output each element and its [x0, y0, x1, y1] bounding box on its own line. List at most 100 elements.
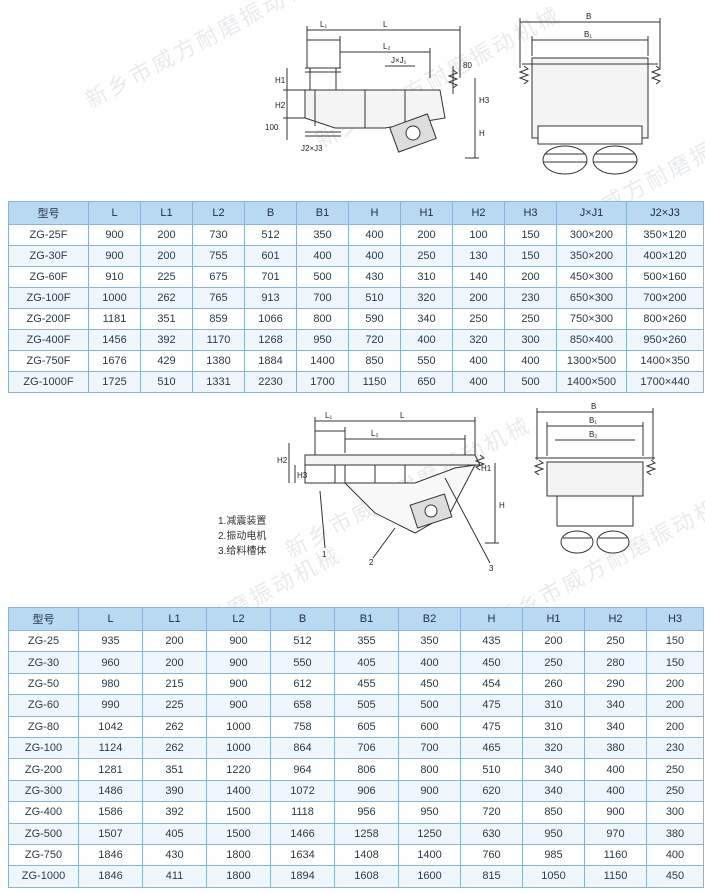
table-cell: 200	[504, 266, 557, 288]
dim-label-l1: L₁	[325, 411, 332, 420]
table-cell: 1700×440	[626, 371, 704, 393]
model-cell: ZG-400F	[8, 329, 89, 351]
table-cell: 1408	[334, 843, 399, 867]
model-cell: ZG-1000	[8, 865, 79, 888]
table-cell: 351	[142, 758, 207, 781]
table-cell: 1846	[78, 843, 143, 867]
column-header: 型号	[8, 201, 89, 225]
table-cell: 300×200	[556, 224, 627, 246]
table-cell: 1586	[78, 801, 143, 824]
table-cell: 900	[88, 245, 141, 267]
feeder-end-view-drawing: B B₁ B₂	[533, 402, 657, 554]
table-cell: 320	[400, 287, 453, 309]
column-header: H2	[452, 201, 505, 225]
model-cell: ZG-400	[8, 801, 79, 824]
feeder-side-view-drawing: L₁ L L₂ H2 H3 H1 H 1 2 3	[277, 411, 505, 573]
parts-legend: 1.减震装置 2.振动电机 3.给料槽体	[218, 514, 266, 559]
model-cell: ZG-100F	[8, 287, 89, 309]
table-cell: 1042	[78, 715, 143, 738]
table-cell: 1170	[192, 329, 245, 351]
table-cell: 400	[504, 350, 557, 372]
table-cell: 1050	[522, 865, 585, 888]
table-cell: 1250	[398, 822, 461, 845]
table-cell: 950	[398, 801, 461, 824]
table-cell: 800×260	[626, 308, 704, 330]
feeder-f-end-view-drawing: B B₁	[518, 12, 662, 175]
table-cell: 450	[398, 672, 461, 696]
table-cell: 215	[142, 672, 207, 696]
table-cell: 465	[460, 736, 523, 760]
table-cell: 701	[244, 266, 297, 288]
table-cell: 430	[348, 266, 401, 288]
table-cell: 1380	[192, 350, 245, 372]
table-cell: 260	[522, 672, 585, 696]
column-header: B1	[334, 607, 399, 631]
table-cell: 980	[78, 672, 143, 696]
part-callout-2: 2	[369, 558, 374, 567]
table-cell: 250	[452, 308, 505, 330]
table-cell: 310	[522, 715, 585, 738]
column-header: 型号	[8, 607, 79, 631]
model-cell: ZG-750F	[8, 350, 89, 372]
legend-item: 2.振动电机	[218, 531, 267, 542]
column-header: L	[78, 607, 143, 631]
table-cell: 200	[140, 224, 193, 246]
table-cell: 1300×500	[556, 350, 627, 372]
table-cell: 225	[140, 266, 193, 288]
dim-label-l2: L₂	[383, 42, 391, 51]
table-cell: 512	[270, 629, 335, 653]
dim-label-h: H	[499, 501, 505, 510]
dim-label-h2: H2	[275, 101, 286, 110]
legend-item: 1.减震装置	[218, 516, 267, 527]
table-cell: 1456	[88, 329, 141, 351]
table-cell: 140	[452, 266, 505, 288]
table-cell: 500	[504, 371, 557, 393]
table-cell: 900	[88, 224, 141, 246]
table-cell: 400×120	[626, 245, 704, 267]
table-cell: 500	[296, 266, 349, 288]
table-cell: 250	[584, 629, 647, 653]
table-cell: 454	[460, 672, 523, 696]
table-cell: 430	[142, 843, 207, 867]
table-cell: 601	[244, 245, 297, 267]
table-cell: 750×300	[556, 308, 627, 330]
table-cell: 700	[398, 736, 461, 760]
table-cell: 1486	[78, 779, 143, 803]
table-cell: 700	[296, 287, 349, 309]
table-cell: 225	[142, 694, 207, 717]
table-cell: 450	[460, 651, 523, 674]
table-cell: 935	[78, 629, 143, 653]
table-cell: 400	[452, 371, 505, 393]
table-cell: 1281	[78, 758, 143, 781]
table-cell: 310	[400, 266, 453, 288]
table-cell: 1507	[78, 822, 143, 845]
table-cell: 200	[140, 245, 193, 267]
table-cell: 913	[244, 287, 297, 309]
dim-label-b2: B₂	[589, 430, 597, 439]
table-cell: 380	[646, 822, 704, 845]
table-cell: 2230	[244, 371, 297, 393]
model-cell: ZG-1000F	[8, 371, 89, 393]
table-cell: 400	[398, 651, 461, 674]
table-cell: 340	[522, 758, 585, 781]
table-cell: 475	[460, 715, 523, 738]
column-header: J×J1	[556, 201, 627, 225]
table-cell: 392	[140, 329, 193, 351]
column-header: L1	[140, 201, 193, 225]
dim-label-l2: L₂	[371, 429, 379, 438]
table-cell: 250	[522, 651, 585, 674]
table-cell: 900	[206, 629, 271, 653]
table-cell: 355	[334, 629, 399, 653]
table-cell: 650	[400, 371, 453, 393]
table-cell: 720	[348, 329, 401, 351]
model-cell: ZG-750	[8, 843, 79, 867]
table-cell: 400	[646, 843, 704, 867]
table-header-row: 型号 L L1 L2 B B1 H H1 H2 H3 J×J1 J2×J3	[8, 201, 704, 225]
